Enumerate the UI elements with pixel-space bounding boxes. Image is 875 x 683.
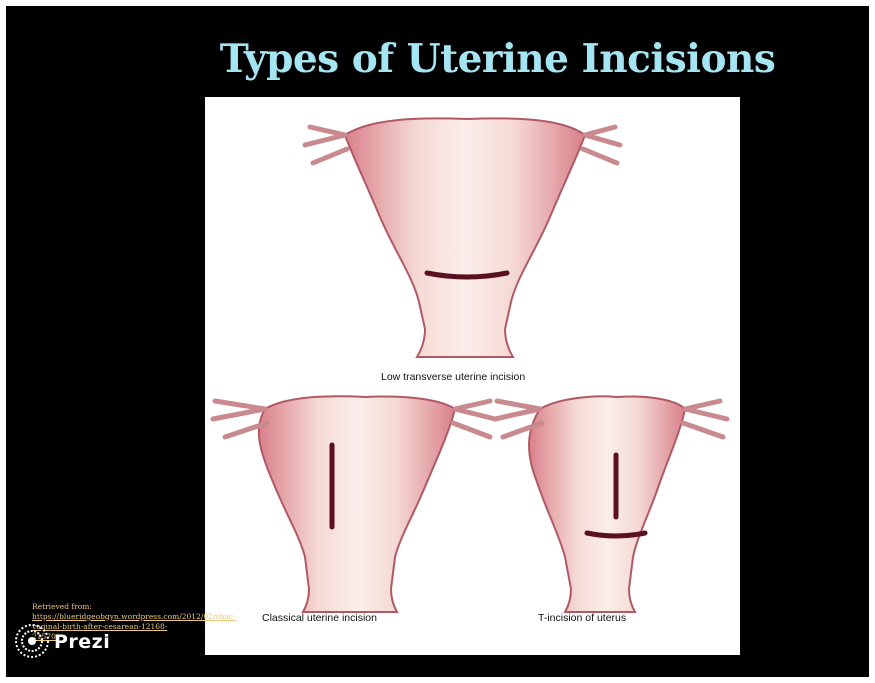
prezi-wordmark: Prezi [54,631,110,653]
caption-low-transverse: Low transverse uterine incision [381,371,525,383]
uterus-low-transverse [305,118,620,357]
caption-classical: Classical uterine incision [262,612,377,624]
uterus-classical [213,396,495,612]
credit-prefix: Retrieved from: [32,602,92,611]
incision-illustration: Low transverse uterine incision Classica… [205,97,740,655]
slide-title: Types of Uterine Incisions [66,36,875,82]
caption-t-incision: T-incision of uterus [538,612,626,624]
slide: Types of Uterine Incisions [6,6,869,677]
prezi-logo-icon [14,623,50,659]
prezi-logo[interactable]: Prezi [14,623,134,663]
uterus-t-incision [495,396,727,612]
